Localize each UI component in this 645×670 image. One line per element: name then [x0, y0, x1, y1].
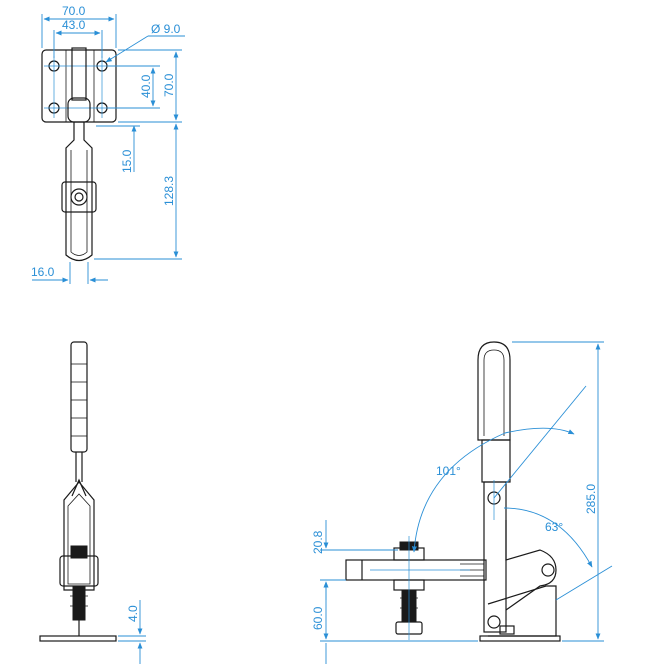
dim-hole-diameter: Ø 9.0 — [151, 22, 181, 36]
base-plate — [41, 49, 117, 123]
dim-base-thickness: 4.0 — [126, 605, 140, 622]
pivot-pin — [487, 615, 501, 629]
dim-pivot-height: 60.0 — [311, 606, 325, 630]
side-view-dimensions: 101° 63° 285.0 20.8 60.0 — [311, 341, 613, 664]
dim-handle-length: 128.3 — [162, 176, 176, 206]
dim-open-angle: 101° — [436, 464, 461, 478]
dim-base-height: 70.0 — [162, 73, 176, 97]
top-view: 70.0 43.0 Ø 9.0 40.0 70.0 15.0 — [31, 4, 185, 284]
dim-hole-spacing-y: 40.0 — [139, 74, 153, 98]
end-handle — [39, 341, 117, 642]
dim-handle-width: 16.0 — [31, 265, 55, 279]
side-handle — [477, 341, 561, 642]
dim-spindle-height: 20.8 — [311, 530, 325, 554]
dim-hole-spacing-x: 43.0 — [62, 18, 86, 32]
dim-overall-height: 285.0 — [584, 484, 598, 514]
top-handle — [61, 47, 97, 262]
side-view: 101° 63° 285.0 20.8 60.0 — [311, 341, 613, 664]
end-view: 4.0 — [39, 341, 146, 664]
dim-width-overall: 70.0 — [62, 4, 86, 18]
end-view-dimensions: 4.0 — [118, 600, 146, 664]
dim-handle-angle: 63° — [545, 520, 563, 534]
top-view-dimensions: 70.0 43.0 Ø 9.0 40.0 70.0 15.0 — [31, 4, 185, 284]
dim-pivot-offset: 15.0 — [120, 149, 134, 173]
pivot-pin — [541, 563, 555, 577]
